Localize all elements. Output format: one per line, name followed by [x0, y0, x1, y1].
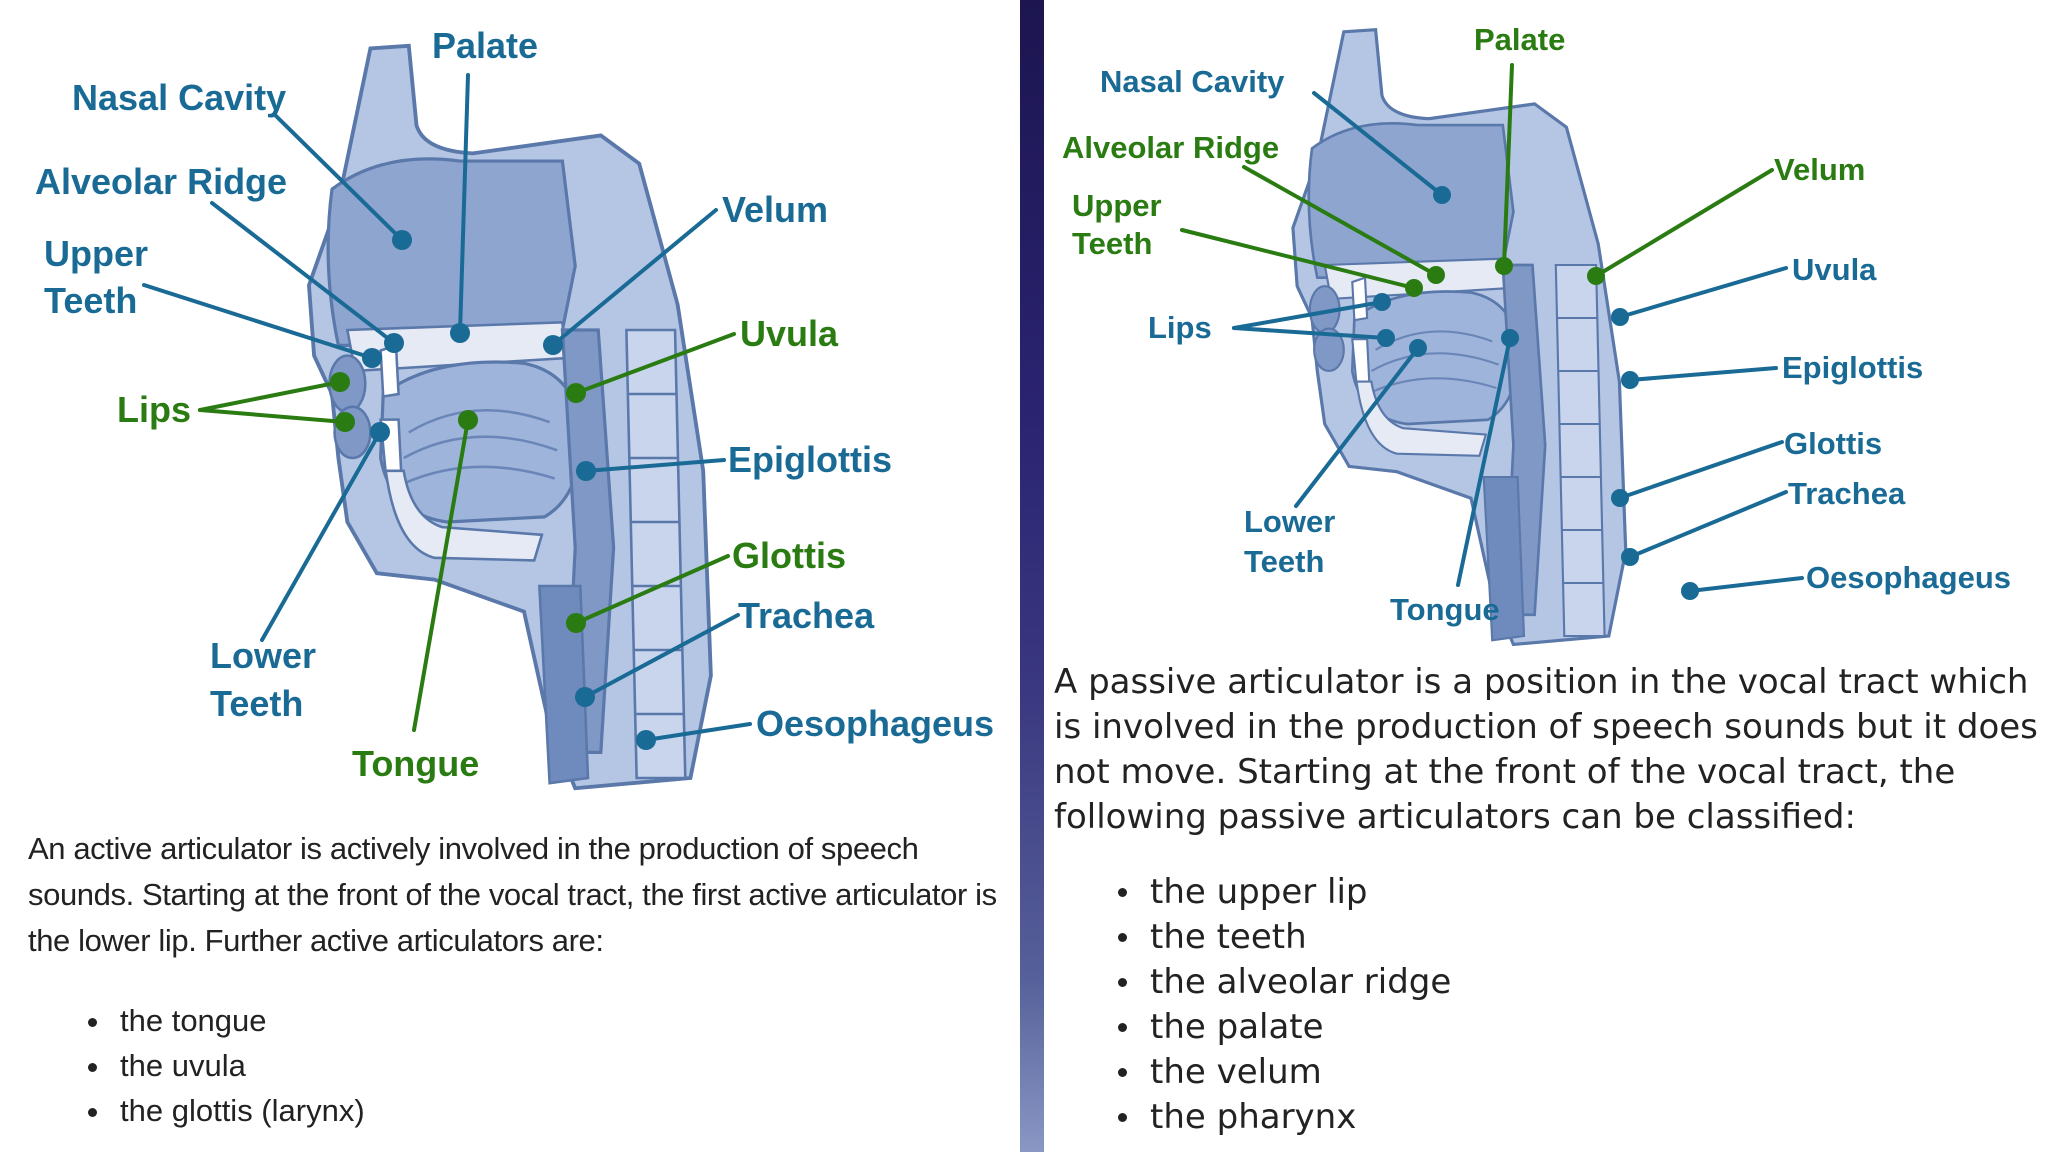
label-lower-teeth-line2: Teeth: [210, 683, 303, 724]
label-alveolar-ridge: Alveolar Ridge: [1062, 130, 1279, 165]
list-item: the teeth: [1117, 915, 1451, 960]
head-illustration: [307, 43, 713, 791]
label-glottis: Glottis: [1784, 426, 1882, 461]
label-nasal-cavity: Nasal Cavity: [72, 77, 286, 118]
label-uvula: Uvula: [740, 313, 839, 354]
label-tongue: Tongue: [1390, 592, 1500, 627]
leader-dots: [1373, 186, 1699, 600]
label-upper-teeth-line2: Teeth: [44, 280, 137, 321]
label-trachea: Trachea: [738, 595, 875, 636]
leader-lines: [1180, 63, 1804, 593]
label-epiglottis: Epiglottis: [1782, 350, 1923, 385]
label-palate: Palate: [1474, 22, 1565, 57]
passive-articulator-paragraph: A passive articulator is a position in t…: [1054, 662, 2038, 837]
label-upper-teeth-line1: Upper: [44, 233, 148, 274]
label-epiglottis: Epiglottis: [728, 439, 892, 480]
label-lower-teeth-line1: Lower: [1244, 504, 1335, 539]
right-panel: Palate Nasal Cavity Alveolar Ridge Upper…: [1044, 0, 2048, 1152]
label-upper-teeth-line2: Teeth: [1072, 226, 1152, 261]
panel-divider: [1020, 0, 1044, 1152]
list-item: the upper lip: [1117, 870, 1451, 915]
passive-articulator-list: the upper lip the teeth the alveolar rid…: [1117, 870, 1451, 1140]
leader-dots: [330, 230, 656, 750]
list-item: the palate: [1117, 1005, 1451, 1050]
list-item: the velum: [1117, 1050, 1451, 1095]
label-glottis: Glottis: [732, 535, 846, 576]
list-item: the glottis (larynx): [88, 1088, 365, 1133]
label-palate: Palate: [432, 25, 538, 66]
label-velum: Velum: [722, 189, 828, 230]
list-item: the pharynx: [1117, 1095, 1451, 1140]
label-lips: Lips: [1148, 310, 1212, 345]
label-alveolar-ridge: Alveolar Ridge: [35, 161, 287, 202]
list-item: the tongue: [88, 998, 365, 1043]
vocal-tract-diagram-right: Palate Nasal Cavity Alveolar Ridge Upper…: [1062, 22, 2011, 647]
list-item: the uvula: [88, 1043, 365, 1088]
active-articulator-paragraph: An active articulator is actively involv…: [28, 831, 997, 958]
label-nasal-cavity: Nasal Cavity: [1100, 64, 1285, 99]
vocal-tract-diagram-left: Palate Nasal Cavity Alveolar Ridge Upper…: [35, 25, 994, 791]
list-item: the alveolar ridge: [1117, 960, 1451, 1005]
label-lower-teeth-line1: Lower: [210, 635, 316, 676]
active-articulator-list: the tongue the uvula the glottis (larynx…: [88, 998, 365, 1133]
label-lower-teeth-line2: Teeth: [1244, 544, 1324, 579]
leader-lines: [142, 73, 752, 742]
label-tongue: Tongue: [352, 743, 479, 784]
label-oesophageus: Oesophageus: [756, 703, 994, 744]
label-oesophageus: Oesophageus: [1806, 560, 2011, 595]
label-uvula: Uvula: [1792, 252, 1877, 287]
label-trachea: Trachea: [1788, 476, 1906, 511]
label-velum: Velum: [1774, 152, 1865, 187]
label-upper-teeth-line1: Upper: [1072, 188, 1162, 223]
left-panel: Palate Nasal Cavity Alveolar Ridge Upper…: [0, 0, 1020, 1152]
label-lips: Lips: [117, 389, 191, 430]
